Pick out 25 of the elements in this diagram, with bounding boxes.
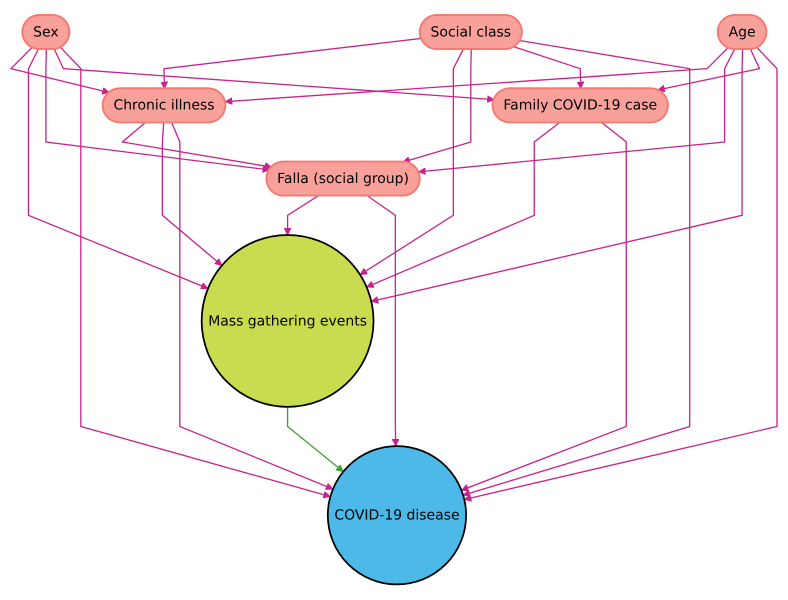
arrow	[462, 40, 690, 498]
arrow	[120, 122, 272, 170]
arrow	[45, 50, 270, 174]
arrow	[224, 48, 728, 106]
arrow	[10, 47, 110, 95]
arrow	[367, 196, 400, 447]
arrow	[418, 49, 735, 176]
arrow	[360, 49, 464, 276]
arrow	[366, 122, 560, 288]
node-circle: Mass gathering events	[200, 234, 374, 408]
arrow	[28, 49, 208, 290]
arrow	[162, 123, 222, 266]
arrow	[160, 38, 422, 90]
arrow	[370, 50, 744, 304]
arrow	[284, 196, 318, 236]
arrow	[60, 47, 331, 499]
arrow	[461, 122, 627, 492]
arrow	[171, 122, 334, 490]
arrow	[54, 49, 495, 104]
arrow	[402, 50, 472, 164]
arrow	[514, 46, 584, 90]
arrow	[657, 49, 760, 93]
arrow	[286, 407, 344, 472]
arrow	[464, 48, 778, 502]
node-circle: COVID-19 disease	[326, 446, 467, 586]
